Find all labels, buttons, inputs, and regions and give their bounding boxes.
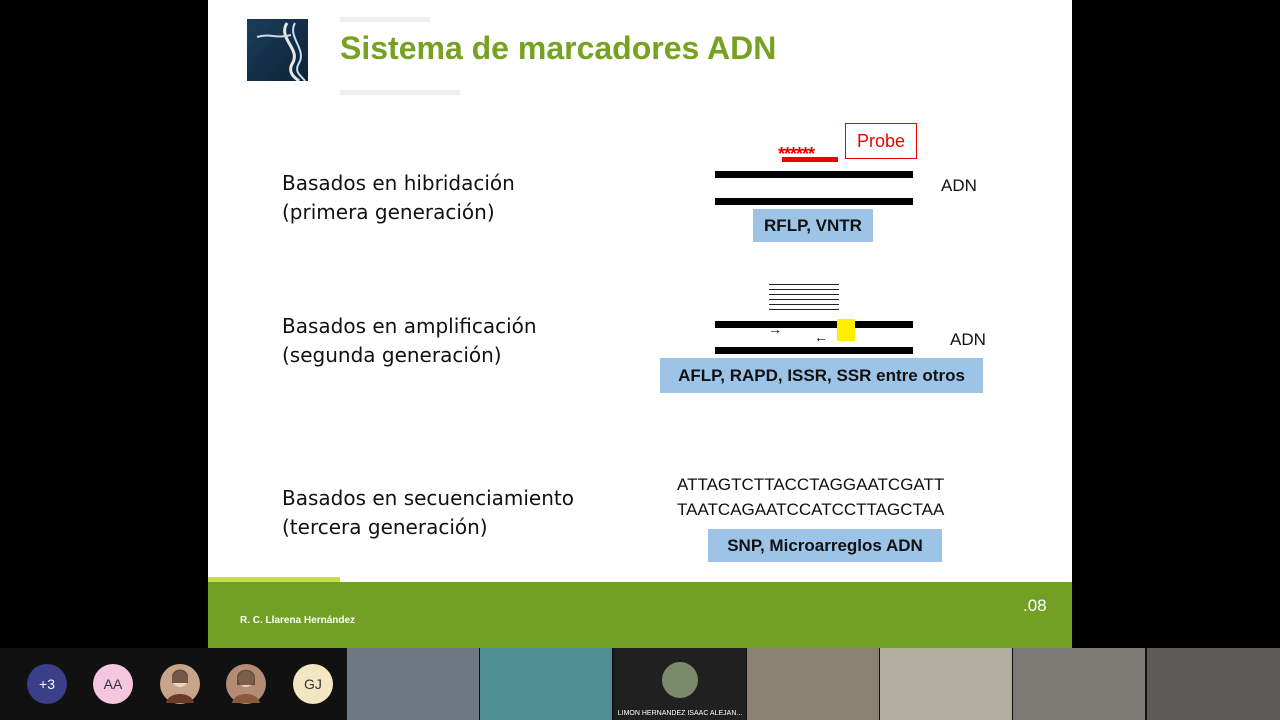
sequence-line: TAATCAGAATCCATCCTTAGCTAA bbox=[677, 500, 945, 519]
participant-name: LIMON HERNANDEZ ISAAC ALEJAN... bbox=[617, 710, 743, 717]
marker-box-aflp: AFLP, RAPD, ISSR, SSR entre otros bbox=[660, 358, 983, 393]
video-tile[interactable] bbox=[880, 648, 1012, 720]
footer-author: R. C. Llarena Hernández bbox=[240, 615, 356, 626]
footer-accent bbox=[208, 577, 340, 582]
sequence-line: ATTAGTCTTACCTAGGAATCGATT bbox=[677, 475, 945, 494]
row-label-amplification: Basados en amplificación (segunda genera… bbox=[282, 314, 537, 367]
ghost-text bbox=[340, 90, 460, 95]
dna-strand bbox=[715, 198, 913, 205]
avatar-photo[interactable] bbox=[160, 664, 200, 704]
dna-strand bbox=[715, 347, 913, 354]
avatar-photo[interactable] bbox=[226, 664, 266, 704]
amplicon-line bbox=[769, 304, 839, 305]
avatar-aa[interactable]: AA bbox=[93, 664, 133, 704]
slide-title: Sistema de marcadores ADN bbox=[340, 30, 777, 66]
presentation-slide: Sistema de marcadores ADN Basados en hib… bbox=[208, 0, 1072, 648]
amplicon-line bbox=[769, 299, 839, 300]
highlight-marker bbox=[837, 319, 855, 341]
user-photo-icon bbox=[226, 663, 266, 706]
amplicon-line bbox=[769, 289, 839, 290]
video-tile[interactable]: LIMON HERNANDEZ ISAAC ALEJAN... bbox=[614, 648, 746, 720]
avatar-more[interactable]: +3 bbox=[27, 664, 67, 704]
dna-logo-icon bbox=[247, 19, 308, 81]
amplicon-line bbox=[769, 309, 839, 310]
arrow-right-icon: → bbox=[768, 321, 782, 337]
probe-line bbox=[782, 157, 838, 162]
dna-strand bbox=[715, 171, 913, 178]
adn-label: ADN bbox=[941, 176, 977, 195]
user-photo-icon bbox=[662, 662, 698, 698]
row-label-hybridization: Basados en hibridación (primera generaci… bbox=[282, 171, 515, 224]
probe-label: Probe bbox=[845, 123, 917, 159]
slide-footer bbox=[208, 582, 1072, 648]
amplicon-line bbox=[769, 284, 839, 285]
arrow-left-icon: ← bbox=[814, 329, 828, 345]
page-number: .08 bbox=[1023, 596, 1047, 615]
video-tile[interactable] bbox=[747, 648, 879, 720]
video-tile[interactable] bbox=[1147, 648, 1280, 720]
ghost-text bbox=[340, 17, 430, 22]
user-photo-icon bbox=[160, 663, 200, 706]
amplicon-line bbox=[769, 294, 839, 295]
avatar-gj[interactable]: GJ bbox=[293, 664, 333, 704]
row-label-sequencing: Basados en secuenciamiento (tercera gene… bbox=[282, 486, 574, 539]
marker-box-rflp: RFLP, VNTR bbox=[753, 209, 873, 242]
video-tile[interactable] bbox=[1013, 648, 1145, 720]
dna-strand bbox=[715, 321, 913, 328]
video-tile[interactable] bbox=[480, 648, 612, 720]
marker-box-snp: SNP, Microarreglos ADN bbox=[708, 529, 942, 562]
video-tile[interactable] bbox=[347, 648, 479, 720]
adn-label: ADN bbox=[950, 330, 986, 349]
